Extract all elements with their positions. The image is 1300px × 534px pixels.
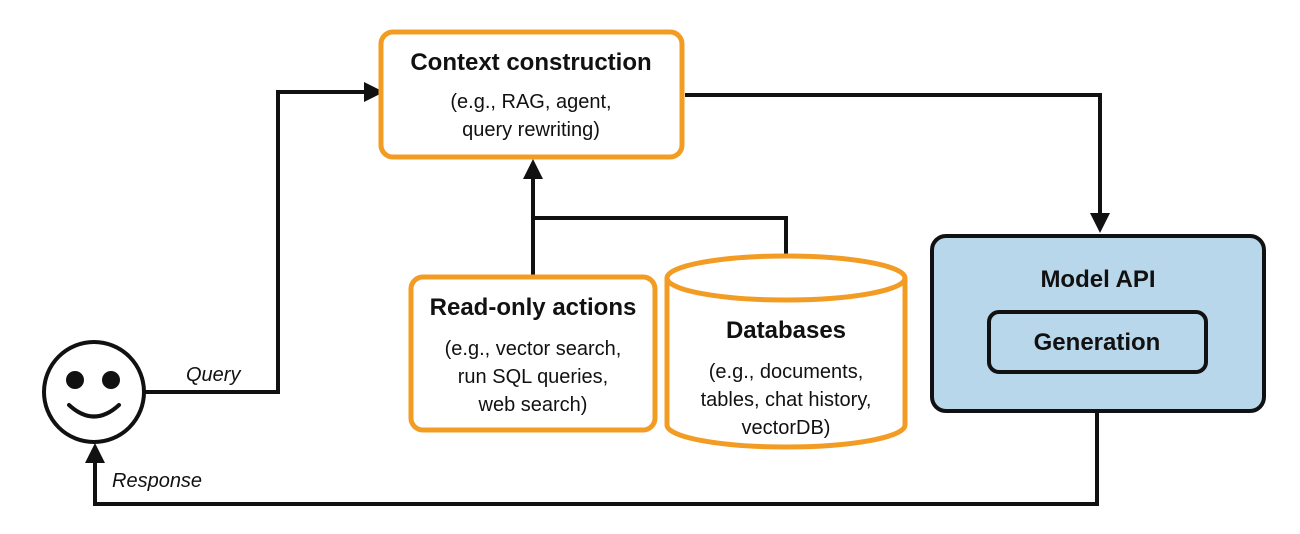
query-label: Query (186, 364, 241, 386)
actions-title: Read-only actions (430, 294, 637, 321)
actions-desc-line3: web search) (478, 394, 588, 416)
read-only-actions-box: Read-only actions (e.g., vector search, … (408, 274, 658, 433)
generation-box (987, 310, 1208, 374)
databases-desc-line2: tables, chat history, (701, 389, 872, 411)
sources-to-context-connector (531, 216, 788, 277)
databases-desc-line3: vectorDB) (742, 417, 831, 439)
context-desc-line1: (e.g., RAG, agent, (450, 91, 611, 113)
actions-desc-line1: (e.g., vector search, (445, 338, 622, 360)
context-title: Context construction (410, 49, 651, 76)
databases-desc-line1: (e.g., documents, (709, 361, 864, 383)
model-api-title: Model API (1040, 266, 1155, 293)
databases-title: Databases (726, 317, 846, 344)
model-api-box: Model API Generation (930, 234, 1266, 413)
query-arrow (145, 90, 368, 394)
generation-label: Generation (1034, 329, 1161, 356)
databases-cylinder: Databases (e.g., documents, tables, chat… (664, 253, 908, 450)
smiley-face-icon (42, 340, 146, 444)
context-desc-line2: query rewriting) (462, 119, 600, 141)
response-arrowhead (85, 443, 105, 463)
response-label: Response (112, 470, 202, 492)
sources-to-context-arrowhead (523, 159, 543, 179)
actions-desc-line2: run SQL queries, (458, 366, 608, 388)
query-arrowhead (364, 82, 384, 102)
response-arrow (93, 410, 1099, 506)
context-to-model-arrowhead (1090, 213, 1110, 233)
context-construction-box: Context construction (e.g., RAG, agent, … (378, 29, 685, 160)
context-to-model-arrow (685, 93, 1102, 214)
